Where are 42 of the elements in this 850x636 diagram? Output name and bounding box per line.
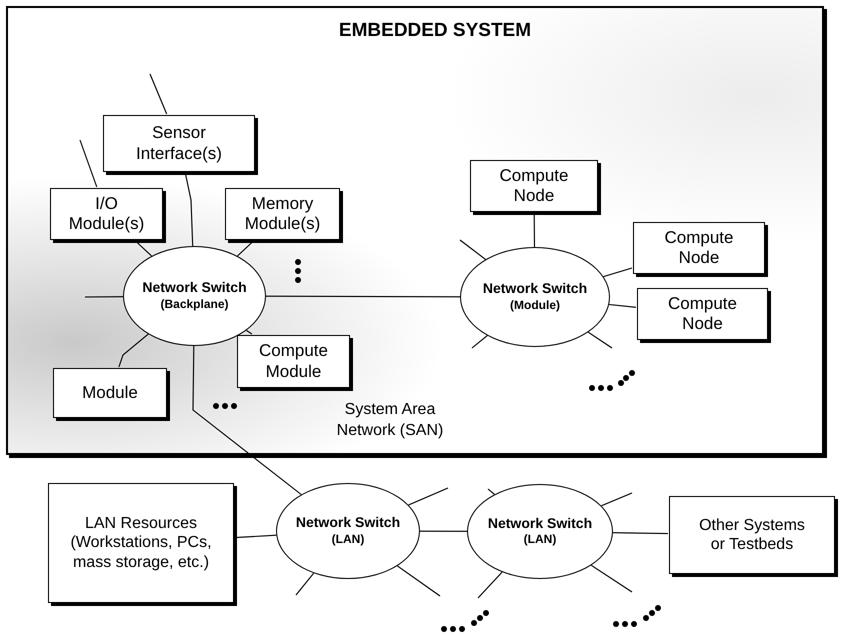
frame-title: EMBEDDED SYSTEM (338, 20, 532, 42)
connector-line (601, 492, 632, 506)
connector-line (135, 240, 152, 256)
module-box: Module (53, 368, 167, 418)
switch-ellipse: Network Switch (LAN) (467, 484, 613, 579)
module-box: Sensor Interface(s) (103, 115, 255, 172)
connector-line (460, 240, 486, 260)
module-box: Memory Module(s) (225, 188, 340, 240)
module-box: Other Systems or Testbeds (669, 496, 835, 574)
connector-line (609, 304, 636, 308)
connector-line (234, 534, 276, 538)
module-box: Compute Node (470, 160, 598, 212)
connector-line (184, 172, 194, 246)
network-label: System Area Network (SAN) (336, 400, 444, 441)
module-box: I/O Module(s) (50, 188, 163, 240)
connector-line (266, 296, 460, 298)
connector-line (472, 335, 488, 348)
connector-line (603, 267, 632, 278)
connector-line (488, 488, 495, 495)
connector-line (85, 296, 123, 298)
switch-ellipse: Network Switch (LAN) (276, 483, 420, 579)
connector-line (237, 240, 254, 256)
connector-line (192, 346, 302, 495)
module-box: Compute Module (237, 335, 350, 388)
connector-line (613, 532, 668, 534)
module-box: LAN Resources (Workstations, PCs, mass storage, etc.) (48, 483, 234, 603)
connector-line (246, 330, 252, 334)
connector-line (79, 140, 98, 188)
connector-line (588, 332, 612, 348)
connector-line (150, 74, 168, 114)
connector-line (408, 488, 448, 506)
connector-line (478, 572, 502, 598)
connector-line (397, 565, 440, 596)
connector-line (296, 572, 314, 596)
connector-line (591, 564, 632, 592)
system-frame (6, 6, 824, 455)
module-box: Compute Node (637, 288, 768, 340)
module-box: Compute Node (633, 222, 765, 274)
connector-line (118, 334, 149, 368)
connector-line (420, 530, 467, 532)
connector-line (534, 213, 536, 247)
switch-ellipse: Network Switch (Module) (460, 247, 610, 347)
